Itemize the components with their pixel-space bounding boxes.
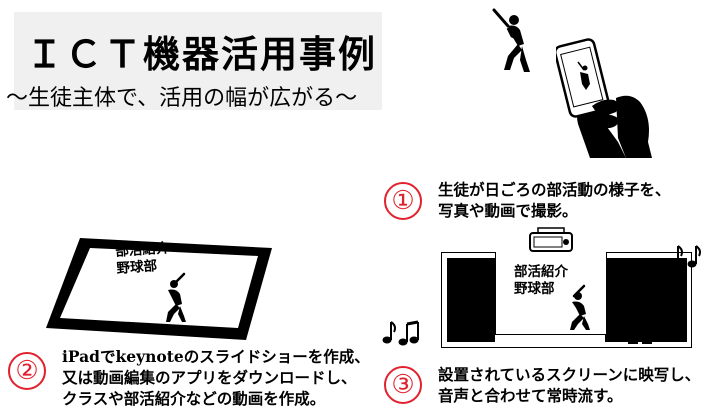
smartphone-in-hand-icon <box>556 38 652 158</box>
projector-icon <box>529 227 573 252</box>
title-background <box>14 12 382 110</box>
baseball-batter-icon <box>492 8 530 72</box>
step-3-line-2: 音声と合わせて常時流す。 <box>438 386 623 405</box>
step-2-line-3: クラスや部活紹介などの動画を作成。 <box>62 389 326 408</box>
step-3-text: 設置されているスクリーンに映写し、 音声と合わせて常時流す。 <box>438 364 700 406</box>
step-1-text: 生徒が日ごろの部活動の様子を、 写真や動画で撮影。 <box>438 179 671 221</box>
page-title: ＩＣＴ機器活用事例 <box>26 32 377 76</box>
projector-screen-text: 部活紹介 野球部 <box>514 264 568 298</box>
chalk-eraser-2 <box>642 340 652 344</box>
step-1-line-1: 生徒が日ごろの部活動の様子を、 <box>438 180 671 199</box>
step-2-text: iPadでkeynoteのスライドショーを作成、 又は動画編集のアプリをダウンロ… <box>62 346 370 409</box>
step-1-number: ① <box>384 182 422 220</box>
projector-screen <box>495 252 607 335</box>
page-subtitle: ～生徒主体で、活用の幅が広がる～ <box>6 86 358 111</box>
step-2-line-2: 又は動画編集のアプリをダウンロードし、 <box>62 368 357 387</box>
step-1-line-2: 写真や動画で撮影。 <box>438 201 578 220</box>
left-blackboard <box>447 258 495 342</box>
projector-screen-line-2: 野球部 <box>514 281 555 297</box>
step-2-line-1: iPadでkeynoteのスライドショーを作成、 <box>62 347 370 366</box>
screen-baseball-batter-icon <box>570 284 590 330</box>
music-notes-icon-2 <box>382 320 419 346</box>
step-2-number: ② <box>8 352 46 390</box>
tablet-frame <box>46 238 272 340</box>
chalk-eraser <box>628 340 638 344</box>
music-notes-icon <box>669 245 701 268</box>
step-3-line-1: 設置されているスクリーンに映写し、 <box>438 365 701 384</box>
right-blackboard <box>605 258 687 342</box>
tablet-baseball-batter-icon <box>166 272 186 322</box>
tablet-illustration: 部活紹介 野球部 <box>40 232 280 342</box>
step-3-number: ③ <box>384 366 422 404</box>
projector-screen-line-1: 部活紹介 <box>514 264 568 280</box>
